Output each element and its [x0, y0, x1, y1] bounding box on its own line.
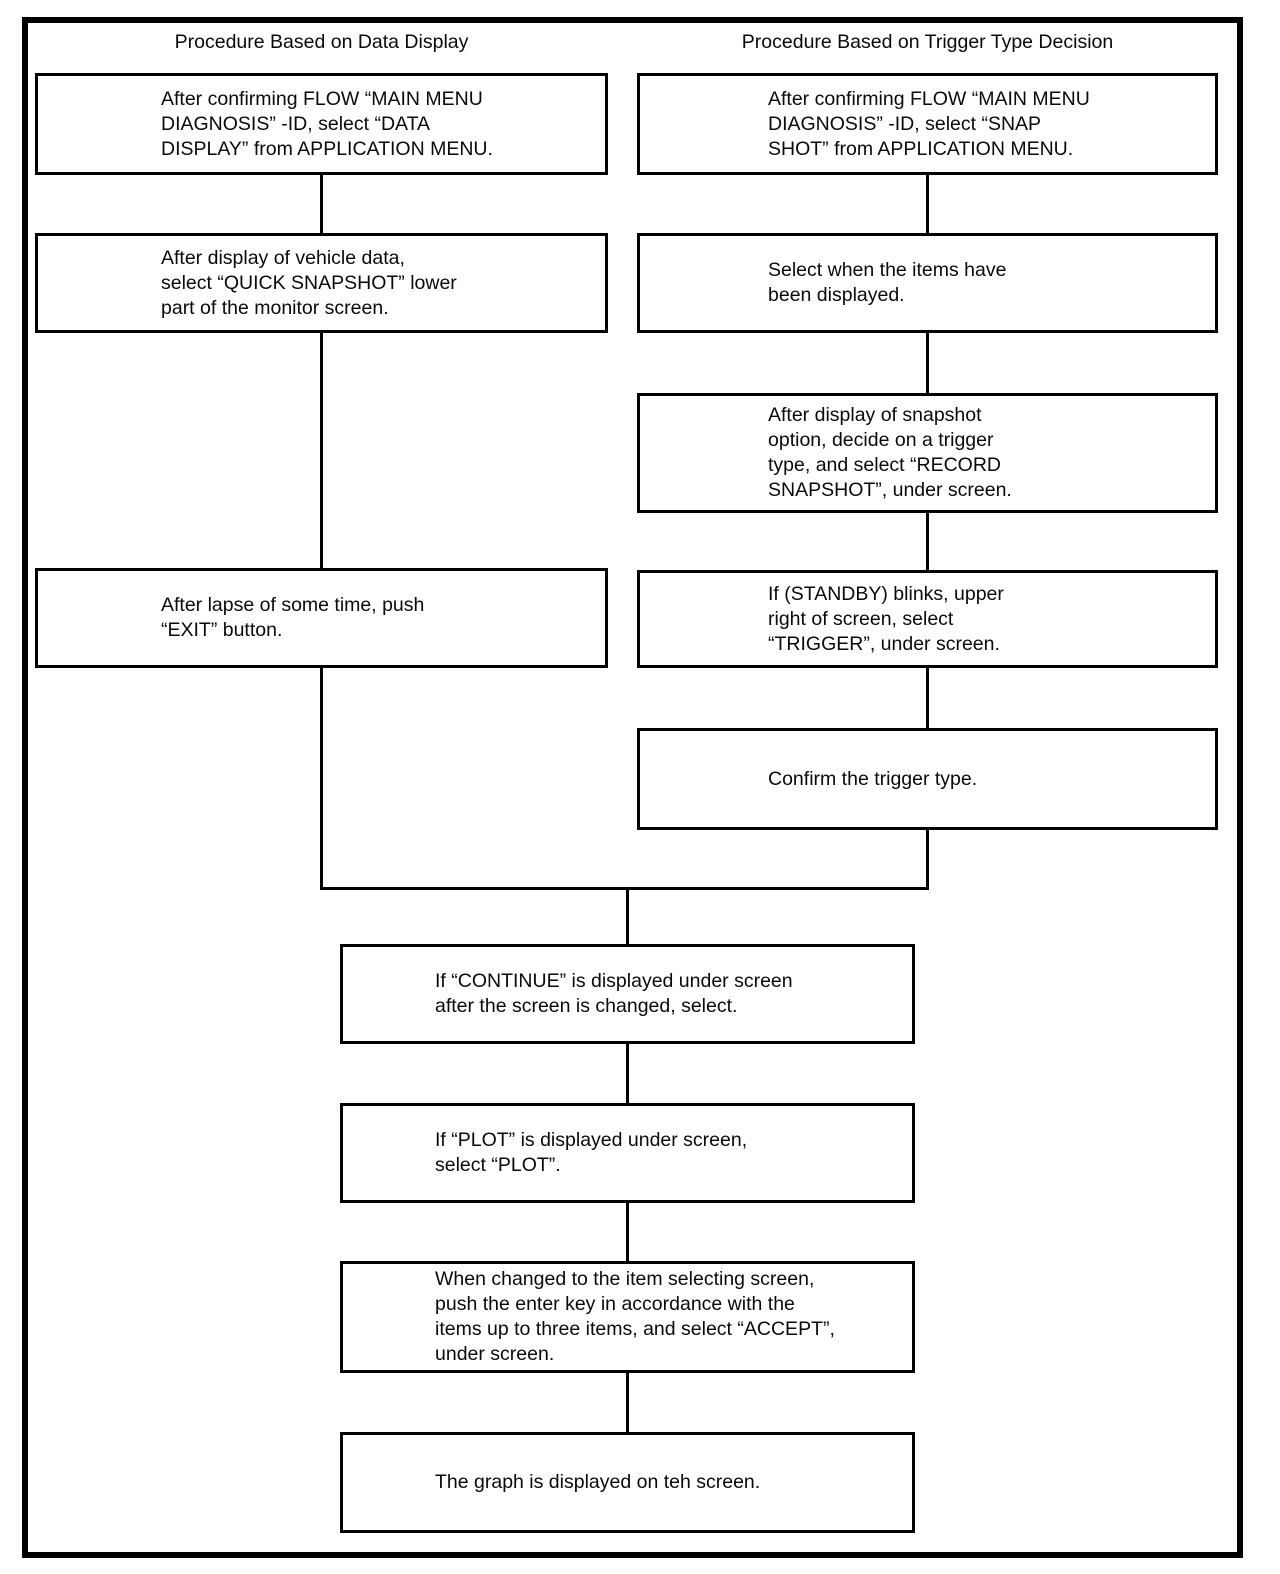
- connector-left-3: [320, 668, 323, 890]
- connector-right-2: [926, 333, 929, 393]
- connector-right-5: [926, 830, 929, 890]
- right-column-title: Procedure Based on Trigger Type Decision: [741, 31, 1114, 53]
- box-push-exit-text: After lapse of some time, push “EXIT” bu…: [161, 594, 425, 641]
- box-plot: If “PLOT” is displayed under screen, sel…: [340, 1103, 915, 1203]
- connector-middle-3: [626, 1373, 629, 1432]
- box-select-trigger: If (STANDBY) blinks, upper right of scre…: [637, 570, 1218, 668]
- connector-left-1: [320, 175, 323, 233]
- box-confirm-trigger-type-text: Confirm the trigger type.: [768, 767, 978, 790]
- box-push-exit: After lapse of some time, push “EXIT” bu…: [35, 568, 608, 668]
- connector-right-4: [926, 668, 929, 728]
- box-select-data-display: After confirming FLOW “MAIN MENU DIAGNOS…: [35, 73, 608, 175]
- box-continue-text: If “CONTINUE” is displayed under screen …: [435, 970, 793, 1017]
- box-graph-displayed: The graph is displayed on teh screen.: [340, 1432, 915, 1533]
- connector-middle-2: [626, 1203, 629, 1261]
- box-continue: If “CONTINUE” is displayed under screen …: [340, 944, 915, 1044]
- connector-merge-down: [626, 887, 629, 944]
- box-record-snapshot: After display of snapshot option, decide…: [637, 393, 1218, 513]
- box-select-trigger-text: If (STANDBY) blinks, upper right of scre…: [768, 582, 1004, 655]
- box-select-items: Select when the items have been displaye…: [637, 233, 1218, 333]
- box-plot-text: If “PLOT” is displayed under screen, sel…: [435, 1129, 748, 1176]
- page-border: [22, 17, 1243, 1558]
- connector-right-3: [926, 513, 929, 570]
- box-select-quick-snapshot-text: After display of vehicle data, select “Q…: [161, 246, 457, 319]
- box-select-data-display-text: After confirming FLOW “MAIN MENU DIAGNOS…: [161, 87, 493, 160]
- box-confirm-trigger-type: Confirm the trigger type.: [637, 728, 1218, 830]
- connector-middle-1: [626, 1044, 629, 1103]
- box-accept-items: When changed to the item selecting scree…: [340, 1261, 915, 1373]
- connector-right-1: [926, 175, 929, 233]
- connector-left-2: [320, 333, 323, 568]
- box-select-items-text: Select when the items have been displaye…: [768, 259, 1007, 306]
- box-record-snapshot-text: After display of snapshot option, decide…: [768, 404, 1012, 501]
- connector-merge-horizontal: [320, 887, 929, 890]
- box-select-snap-shot: After confirming FLOW “MAIN MENU DIAGNOS…: [637, 73, 1218, 175]
- box-graph-displayed-text: The graph is displayed on teh screen.: [435, 1471, 761, 1493]
- box-select-quick-snapshot: After display of vehicle data, select “Q…: [35, 233, 608, 333]
- box-accept-items-text: When changed to the item selecting scree…: [435, 1268, 835, 1365]
- box-select-snap-shot-text: After confirming FLOW “MAIN MENU DIAGNOS…: [768, 87, 1090, 160]
- left-column-title: Procedure Based on Data Display: [174, 31, 469, 53]
